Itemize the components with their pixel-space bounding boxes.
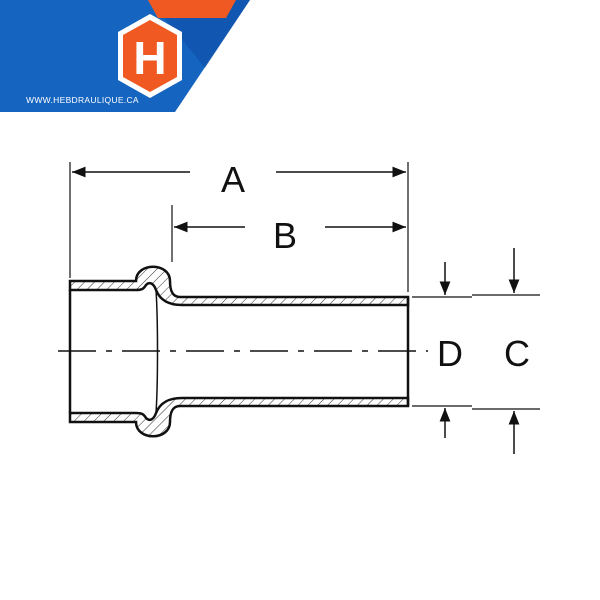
logo-icon: H bbox=[118, 14, 182, 98]
dimension-b-label: B bbox=[273, 215, 297, 256]
banner-accent bbox=[148, 0, 236, 18]
fitting-bottom-wall bbox=[68, 396, 410, 438]
dimension-a-label: A bbox=[221, 159, 245, 200]
brand-banner: H WWW.HEBDRAULIQUE.CA bbox=[0, 0, 600, 115]
dimension-c-label: C bbox=[504, 333, 530, 374]
fitting-top-wall bbox=[68, 265, 410, 307]
dimension-d-label: D bbox=[437, 333, 463, 374]
logo-letter: H bbox=[133, 32, 166, 84]
website-link[interactable]: WWW.HEBDRAULIQUE.CA bbox=[26, 95, 139, 105]
banner-graphic: H bbox=[0, 0, 250, 112]
